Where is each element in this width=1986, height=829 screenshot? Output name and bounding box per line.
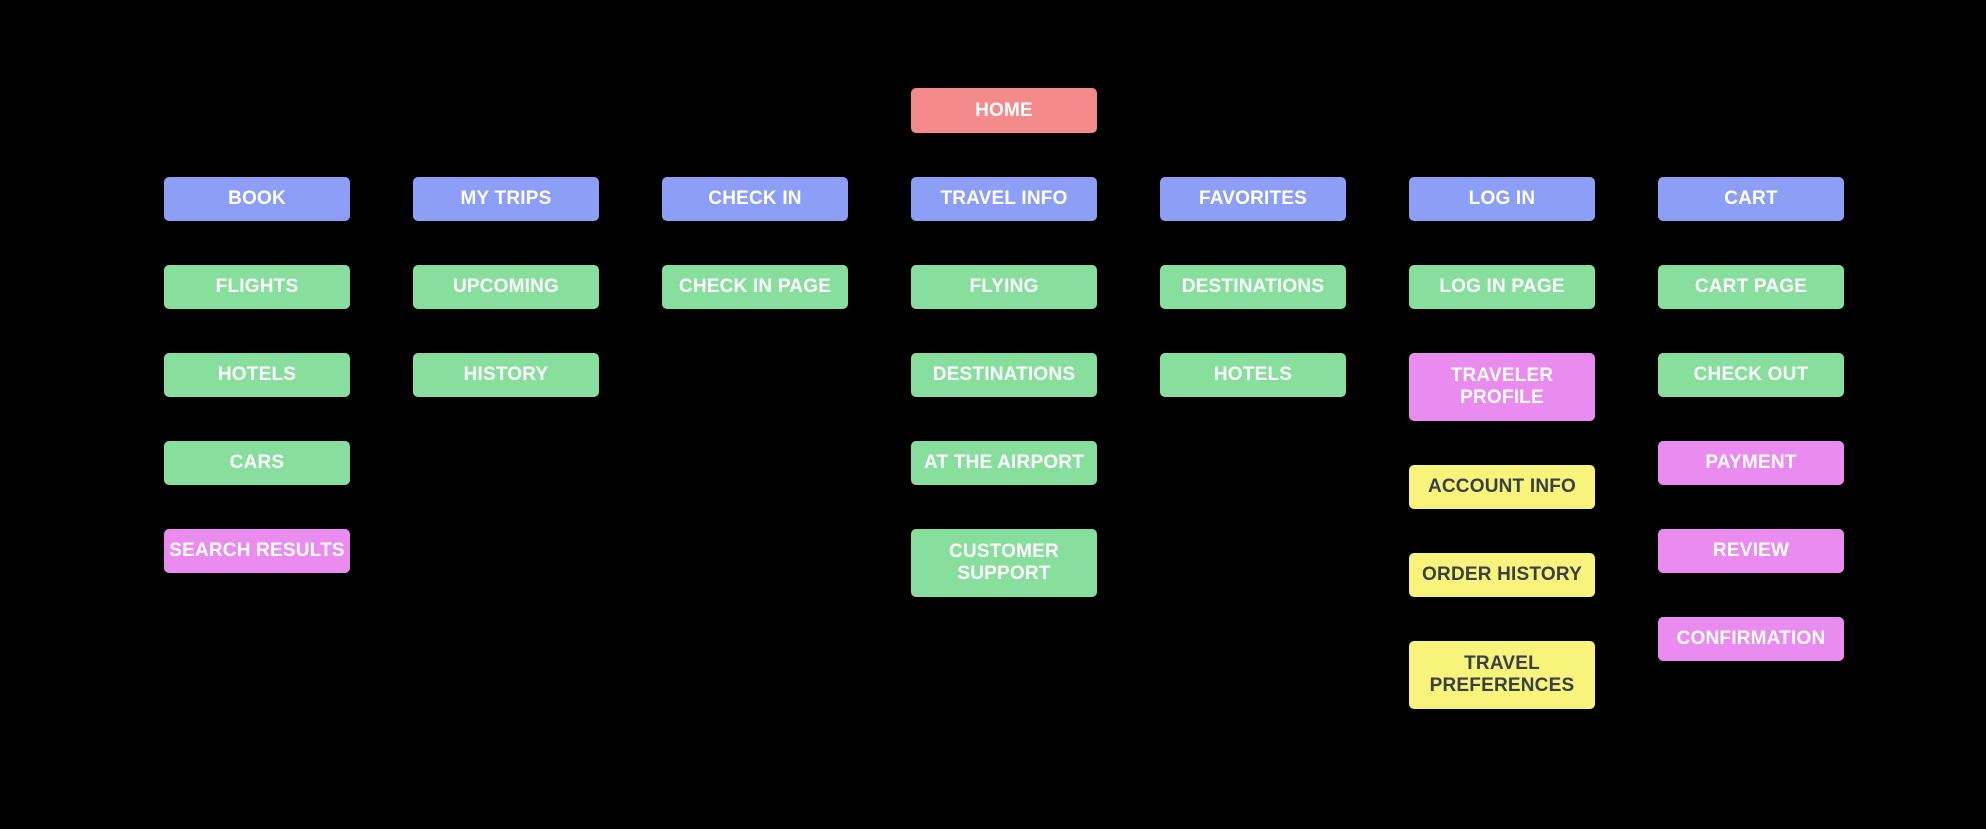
node-destinations[interactable]: DESTINATIONS: [911, 353, 1097, 397]
sitemap-column-check-in: CHECK IN CHECK IN PAGE: [662, 177, 848, 309]
node-book[interactable]: BOOK: [164, 177, 350, 221]
node-at-the-airport[interactable]: AT THE AIRPORT: [911, 441, 1097, 485]
node-search-results[interactable]: SEARCH RESULTS: [164, 529, 350, 573]
node-cart[interactable]: CART: [1658, 177, 1844, 221]
node-traveler-profile[interactable]: TRAVELER PROFILE: [1409, 353, 1595, 421]
node-customer-support[interactable]: CUSTOMER SUPPORT: [911, 529, 1097, 597]
node-confirmation[interactable]: CONFIRMATION: [1658, 617, 1844, 661]
sitemap-column-travel-info: TRAVEL INFO FLYING DESTINATIONS AT THE AIRP…: [911, 177, 1097, 597]
node-check-in-page[interactable]: CHECK IN PAGE: [662, 265, 848, 309]
node-travel-preferences[interactable]: TRAVEL PREFERENCES: [1409, 641, 1595, 709]
sitemap-column-book: BOOK FLIGHTS HOTELS CARS SEARCH RESULTS: [164, 177, 350, 573]
node-payment[interactable]: PAYMENT: [1658, 441, 1844, 485]
sitemap-column-cart: CART CART PAGE CHECK OUT PAYMENT REVIEW CONFI…: [1658, 177, 1844, 661]
node-flying[interactable]: FLYING: [911, 265, 1097, 309]
node-account-info[interactable]: ACCOUNT INFO: [1409, 465, 1595, 509]
node-review[interactable]: REVIEW: [1658, 529, 1844, 573]
node-home[interactable]: HOME: [911, 88, 1097, 133]
node-my-trips[interactable]: MY TRIPS: [413, 177, 599, 221]
node-flights[interactable]: FLIGHTS: [164, 265, 350, 309]
node-favorites[interactable]: FAVORITES: [1160, 177, 1346, 221]
sitemap-column-my-trips: MY TRIPS UPCOMING HISTORY: [413, 177, 599, 397]
node-check-in[interactable]: CHECK IN: [662, 177, 848, 221]
node-order-history[interactable]: ORDER HISTORY: [1409, 553, 1595, 597]
node-favorites-hotels[interactable]: HOTELS: [1160, 353, 1346, 397]
sitemap-column-log-in: LOG IN LOG IN PAGE TRAVELER PROFILE ACCOUNT…: [1409, 177, 1595, 709]
node-history[interactable]: HISTORY: [413, 353, 599, 397]
node-check-out[interactable]: CHECK OUT: [1658, 353, 1844, 397]
node-favorites-destinations[interactable]: DESTINATIONS: [1160, 265, 1346, 309]
node-travel-info[interactable]: TRAVEL INFO: [911, 177, 1097, 221]
node-log-in-page[interactable]: LOG IN PAGE: [1409, 265, 1595, 309]
node-cart-page[interactable]: CART PAGE: [1658, 265, 1844, 309]
node-cars[interactable]: CARS: [164, 441, 350, 485]
sitemap-column-favorites: FAVORITES DESTINATIONS HOTELS: [1160, 177, 1346, 397]
node-hotels[interactable]: HOTELS: [164, 353, 350, 397]
node-upcoming[interactable]: UPCOMING: [413, 265, 599, 309]
node-log-in[interactable]: LOG IN: [1409, 177, 1595, 221]
